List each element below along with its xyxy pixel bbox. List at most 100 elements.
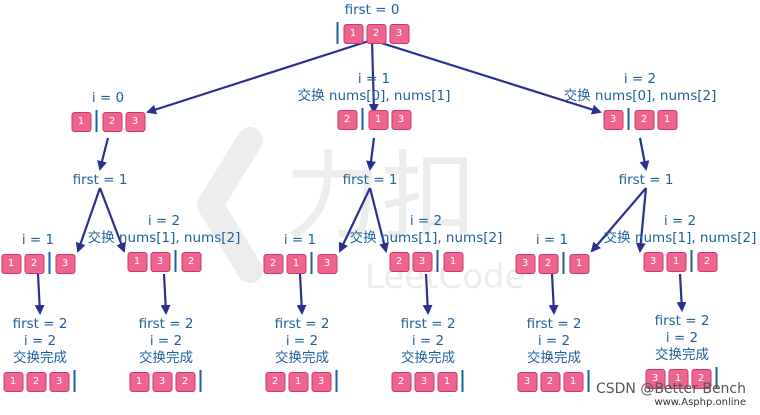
edge-a-first-to-aa [75, 187, 102, 253]
node-c-line: i = 2 [623, 71, 657, 87]
array-cell: 3 [317, 254, 337, 274]
node-cb-line: 交换 nums[1], nums[2] [603, 230, 757, 246]
edge-c-first-to-ca [590, 187, 647, 253]
array-cell: 2 [538, 254, 558, 274]
edge-b-to-b-first [366, 137, 376, 171]
array-cell: 3 [311, 372, 331, 392]
split-bar [436, 250, 439, 272]
array-cell: 1 [368, 110, 388, 130]
edge-ba-to-ba-leaf [296, 273, 307, 315]
node-bb-leaf-line: first = 2 [400, 316, 456, 332]
edge-root-to-c [371, 38, 602, 115]
node-a-line: i = 0 [91, 90, 125, 106]
array-cell: 2 [263, 254, 283, 274]
node-root-line: first = 0 [344, 2, 400, 18]
array-cell: 2 [102, 112, 122, 132]
node-ca-leaf-line: i = 2 [537, 333, 571, 349]
node-a-first-line: first = 1 [72, 172, 128, 188]
array-cell: 3 [125, 112, 145, 132]
node-bb-leaf-line: 交换完成 [401, 350, 455, 366]
array-cell: 2 [337, 110, 357, 130]
node-ab-leaf-line: 交换完成 [139, 350, 193, 366]
node-aa-line: i = 1 [21, 232, 55, 248]
node-b-first-label: first = 1 [343, 172, 398, 189]
node-ca-line: i = 1 [535, 232, 569, 248]
node-b-line: i = 1 [357, 71, 391, 87]
array-cell: 1 [286, 254, 306, 274]
array-cell: 2 [389, 252, 409, 272]
node-ab-leaf-line: i = 2 [149, 333, 183, 349]
edge-a-first-to-ab [98, 187, 126, 253]
edge-ca-to-ca-leaf [548, 273, 559, 315]
array-cell: 3 [414, 372, 434, 392]
edge-cb-to-cb-leaf [676, 273, 687, 312]
edge-b-first-to-bb [368, 187, 389, 253]
node-ba-line: i = 1 [283, 232, 317, 248]
node-a-label: i = 0 [92, 90, 124, 107]
split-bar [174, 250, 177, 272]
footer: CSDN @Better Bench www.Asphp.online [596, 381, 746, 409]
node-ca-leaf-line: 交换完成 [527, 350, 581, 366]
node-bb-line: i = 2 [409, 213, 443, 229]
edge-root-to-a [146, 38, 373, 115]
split-bar [336, 22, 339, 44]
array-cell: 3 [55, 254, 75, 274]
array-cell: 3 [645, 369, 665, 389]
array-cell: 2 [26, 372, 46, 392]
node-cb-leaf-line: first = 2 [654, 313, 710, 329]
split-bar [310, 252, 313, 274]
edge-b-first-to-ba [338, 187, 371, 253]
node-cb-leaf-line: 交换完成 [655, 347, 709, 363]
array-cell: 2 [366, 24, 386, 44]
array-cell: 1 [443, 252, 463, 272]
array-cell: 3 [643, 252, 663, 272]
node-ca-leaf-line: first = 2 [526, 316, 582, 332]
array-cell: 3 [152, 372, 172, 392]
array-cell: 1 [666, 252, 686, 272]
array-cell: 3 [603, 110, 623, 130]
split-bar [361, 108, 364, 130]
array-cell: 1 [71, 112, 91, 132]
array-cell: 1 [563, 372, 583, 392]
split-bar [199, 370, 202, 392]
footer-site: www.Asphp.online [654, 397, 746, 408]
split-bar [335, 370, 338, 392]
split-bar [73, 370, 76, 392]
split-bar [95, 110, 98, 132]
edge-bb-to-bb-leaf [422, 273, 433, 315]
node-aa-label: i = 1 [22, 232, 54, 249]
node-ab-line: i = 2 [147, 213, 181, 229]
edge-a-to-a-first [97, 137, 110, 171]
array-cell: 2 [634, 110, 654, 130]
array-cell: 1 [3, 372, 23, 392]
node-bb-leaf-line: i = 2 [411, 333, 445, 349]
split-bar [562, 252, 565, 274]
array-cell: 1 [569, 254, 589, 274]
node-aa-leaf-line: 交换完成 [13, 350, 67, 366]
node-ba-label: i = 1 [284, 232, 316, 249]
split-bar [690, 250, 693, 272]
node-ab-line: 交换 nums[1], nums[2] [87, 230, 241, 246]
array-cell: 2 [265, 372, 285, 392]
node-b-first-line: first = 1 [342, 172, 398, 188]
edge-c-to-c-first [638, 137, 650, 171]
node-ba-leaf-line: i = 2 [285, 333, 319, 349]
